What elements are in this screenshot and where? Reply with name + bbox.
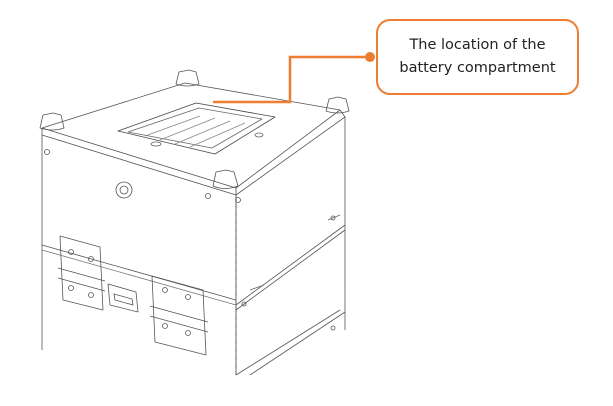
latch (107, 283, 139, 313)
callout-text-line-1: The location of the (409, 36, 546, 53)
top-plate (41, 82, 341, 189)
front-wall (41, 135, 237, 375)
side-wall (235, 117, 346, 330)
callout-connector (213, 52, 375, 104)
callout-anchor-dot (365, 52, 375, 62)
callout-text-line-2: battery compartment (399, 60, 556, 76)
connector-port (115, 181, 133, 199)
rubber-foot (39, 69, 350, 189)
hinge (57, 235, 209, 356)
battery-compartment (117, 102, 276, 155)
callout-box: The location of the battery compartment (376, 19, 579, 95)
screw (44, 149, 336, 331)
